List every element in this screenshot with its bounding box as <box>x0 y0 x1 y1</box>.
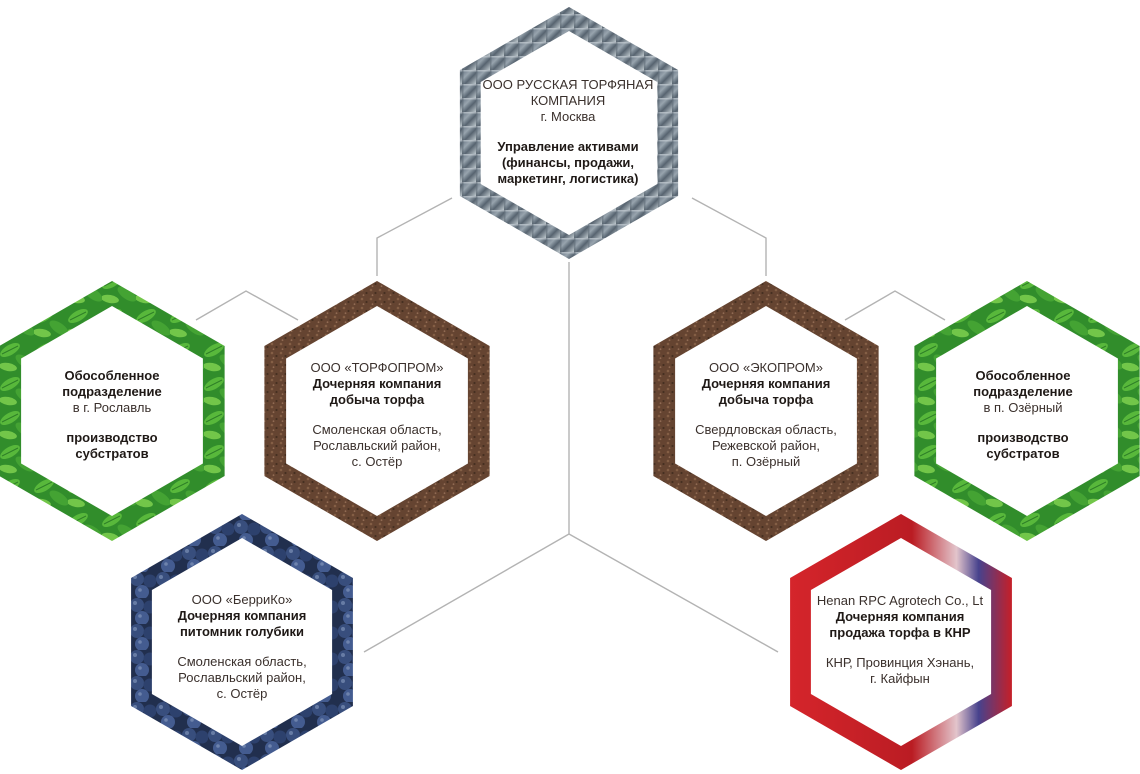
ozerny-role-line-2: субстратов <box>986 446 1060 461</box>
hq-role-line-3: маркетинг, логистика) <box>497 171 639 186</box>
node-berriko: ООО «БерриКо» Дочерняя компания питомник… <box>152 572 332 722</box>
ozerny-role-line-1: производство <box>977 430 1069 445</box>
henan-role-line-2: продажа торфа в КНР <box>829 624 971 640</box>
torfoprom-name: ООО «ТОРФОПРОМ» <box>310 360 444 375</box>
ekoprom-address-line-3: п. Озёрный <box>731 454 801 469</box>
hexagon-panel-torfoprom <box>286 306 468 516</box>
connector-torfoprom-roslavl <box>195 290 299 321</box>
hq-name-line-1: ООО РУССКАЯ ТОРФЯНАЯ <box>482 77 654 92</box>
roslavl-role-line-2: субстратов <box>75 446 149 461</box>
ozerny-name-line-1: Обособленное <box>975 368 1071 383</box>
torfoprom-role-line-1: Дочерняя компания <box>312 376 442 391</box>
ozerny-city: в п. Озёрный <box>983 400 1063 415</box>
roslavl-role-line-1: производство <box>66 430 158 445</box>
hq-city: г. Москва <box>540 109 596 124</box>
hq-role-line-1: Управление активами <box>497 139 639 154</box>
ekoprom-address-line-1: Свердловская область, <box>695 422 837 437</box>
hexagon-panel-berriko <box>151 538 333 746</box>
hexagon-hq <box>459 7 679 259</box>
hexagon-panel-roslavl-division <box>21 306 203 516</box>
henan-address-line-1: КНР, Провинция Хэнань, <box>825 654 975 670</box>
torfoprom-address-line-1: Смоленская область, <box>312 422 442 437</box>
henan-role-line-1: Дочерняя компания <box>835 608 965 624</box>
node-hq: ООО РУССКАЯ ТОРФЯНАЯ КОМПАНИЯ г. Москва … <box>472 62 664 202</box>
ekoprom-role-line-1: Дочерняя компания <box>701 376 831 391</box>
hexagon-berriko <box>131 514 353 770</box>
node-torfoprom: ООО «ТОРФОПРОМ» Дочерняя компания добыча… <box>287 340 467 490</box>
connector-lines <box>195 197 946 653</box>
hq-name-line-2: КОМПАНИЯ <box>530 93 606 108</box>
berriko-role-line-2: питомник голубики <box>179 624 305 639</box>
hexagon-ekoprom <box>653 281 879 541</box>
connector-hq-ekoprom <box>691 197 767 276</box>
hexagon-panel-hq <box>480 31 658 235</box>
ekoprom-address-line-2: Режевской район, <box>711 438 821 453</box>
hexagon-henan <box>790 514 1012 770</box>
berriko-name: ООО «БерриКо» <box>191 592 293 607</box>
node-henan: Henan RPC Agrotech Co., Lt Дочерняя комп… <box>805 572 995 707</box>
henan-name: Henan RPC Agrotech Co., Lt <box>816 592 984 608</box>
torfoprom-address-line-2: Рославльский район, <box>313 438 441 453</box>
hexagon-ozerny-division <box>914 281 1140 541</box>
berriko-address-line-3: с. Остёр <box>216 686 268 701</box>
hexagon-panel-ekoprom <box>675 306 857 516</box>
connector-trunk-berriko <box>363 533 570 653</box>
roslavl-city: в г. Рославль <box>72 400 152 415</box>
connector-trunk-henan <box>568 533 779 653</box>
berriko-address-line-2: Рославльский район, <box>178 670 306 685</box>
berriko-address-line-1: Смоленская область, <box>177 654 307 669</box>
torfoprom-role-line-2: добыча торфа <box>329 392 425 407</box>
ozerny-name-line-2: подразделение <box>973 384 1073 399</box>
hexagon-panel-henan <box>810 538 992 746</box>
hexagon-torfoprom <box>264 281 490 541</box>
connector-ekoprom-ozerny <box>844 290 946 321</box>
node-roslavl-division: Обособленное подразделение в г. Рославль… <box>22 340 202 490</box>
ekoprom-name: ООО «ЭКОПРОМ» <box>709 360 823 375</box>
hexagon-panel-ozerny-division <box>936 306 1118 516</box>
connector-hq-torfoprom <box>376 197 453 276</box>
roslavl-name-line-2: подразделение <box>62 384 162 399</box>
node-ozerny-division: Обособленное подразделение в п. Озёрный … <box>933 340 1113 490</box>
hexagon-roslavl-division <box>0 281 225 541</box>
torfoprom-address-line-3: с. Остёр <box>351 454 403 469</box>
ekoprom-role-line-2: добыча торфа <box>718 392 814 407</box>
hexagon-nodes <box>0 7 1140 770</box>
node-ekoprom: ООО «ЭКОПРОМ» Дочерняя компания добыча т… <box>676 340 856 490</box>
henan-address-line-2: г. Кайфын <box>870 670 930 686</box>
roslavl-name-line-1: Обособленное <box>64 368 160 383</box>
hq-role-line-2: (финансы, продажи, <box>501 155 635 170</box>
berriko-role-line-1: Дочерняя компания <box>177 608 307 623</box>
